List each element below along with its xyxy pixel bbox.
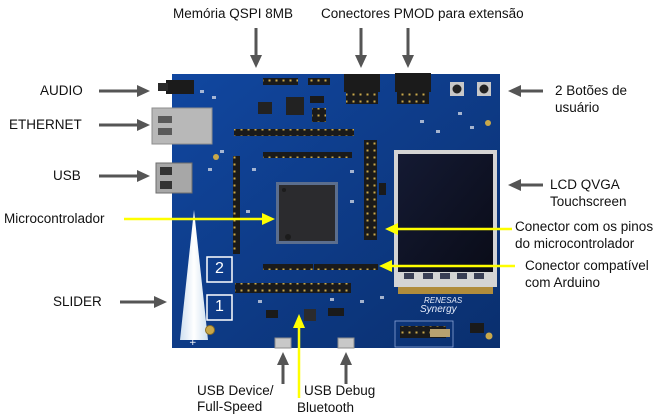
pmod-b-connector [395, 73, 431, 104]
arrow-slider [120, 296, 167, 308]
label-ethernet: ETHERNET [9, 117, 82, 132]
arrow-mcu-pins [385, 223, 512, 235]
label-usb: USB [53, 168, 81, 183]
usb-device-port [274, 337, 292, 349]
touch-pad-2-label: 2 [215, 260, 224, 277]
svg-text:+: + [189, 338, 197, 348]
arrow-audio [99, 85, 150, 97]
header-left-vertical [233, 156, 240, 254]
arrow-usb-device [277, 352, 289, 384]
user-button-2 [477, 82, 491, 96]
label-pmod-connectors: Conectores PMOD para extensão [321, 6, 524, 21]
label-lcd-line1: LCD QVGA [550, 177, 620, 192]
audio-jack [158, 80, 194, 94]
label-slider: SLIDER [53, 294, 102, 309]
label-bluetooth: Bluetooth [297, 400, 355, 415]
arrow-microcontroller [124, 213, 275, 225]
qspi-flash-chip [258, 102, 272, 114]
label-lcd-line2: Touchscreen [550, 194, 627, 209]
label-user-buttons-line2: usuário [555, 100, 600, 115]
label-microcontroller: Microcontrolador [4, 211, 105, 226]
arrow-arduino [379, 260, 515, 272]
synergy-logo-text: Synergy [420, 304, 457, 315]
header-bottom-long [235, 283, 351, 293]
bluetooth-chip [304, 309, 316, 321]
header-top-small [263, 78, 298, 85]
label-arduino-line1: Conector compatível [525, 258, 649, 273]
touch-pad-1 [206, 294, 233, 321]
label-usb-device-line2: Full-Speed [197, 399, 263, 414]
lcd-touchscreen [394, 150, 497, 294]
label-usb-device-line1: USB Device/ [197, 383, 274, 398]
arduino-header-2 [314, 264, 378, 270]
arrow-pmod-b [402, 28, 414, 68]
touch-slider [180, 210, 208, 340]
header-main-top [234, 129, 354, 136]
microcontroller-chip [276, 182, 338, 244]
label-mcu-pins-line2: do microcontrolador [515, 236, 635, 251]
arrow-qspi [250, 28, 262, 68]
usb-debug-port [337, 337, 355, 349]
label-arduino-line2: com Arduino [525, 275, 601, 290]
label-usb-debug: USB Debug [304, 383, 376, 398]
pmod-a-connector [344, 74, 380, 104]
arrow-usb-debug [340, 352, 352, 384]
label-audio: AUDIO [40, 83, 83, 98]
ethernet-port [151, 107, 213, 145]
touch-pad-2 [206, 256, 233, 283]
arrow-ethernet [99, 119, 150, 131]
label-user-buttons-line1: 2 Botões de [555, 83, 628, 98]
mcu-pins-connector [364, 140, 377, 240]
arrow-usb [99, 170, 150, 182]
touch-pad-1-label: 1 [215, 298, 224, 315]
arrow-bluetooth [293, 314, 305, 398]
usb-a-port [155, 162, 193, 194]
label-mcu-pins-line1: Conector com os pinos [515, 219, 654, 234]
renesas-logo-text: RENESAS [424, 296, 463, 305]
arduino-header-1 [263, 264, 313, 270]
user-button-1 [450, 82, 464, 96]
arrow-pmod-a [355, 28, 367, 68]
arrow-lcd [508, 179, 543, 191]
arrow-buttons [508, 85, 543, 97]
label-qspi-memory: Memória QSPI 8MB [173, 6, 294, 21]
